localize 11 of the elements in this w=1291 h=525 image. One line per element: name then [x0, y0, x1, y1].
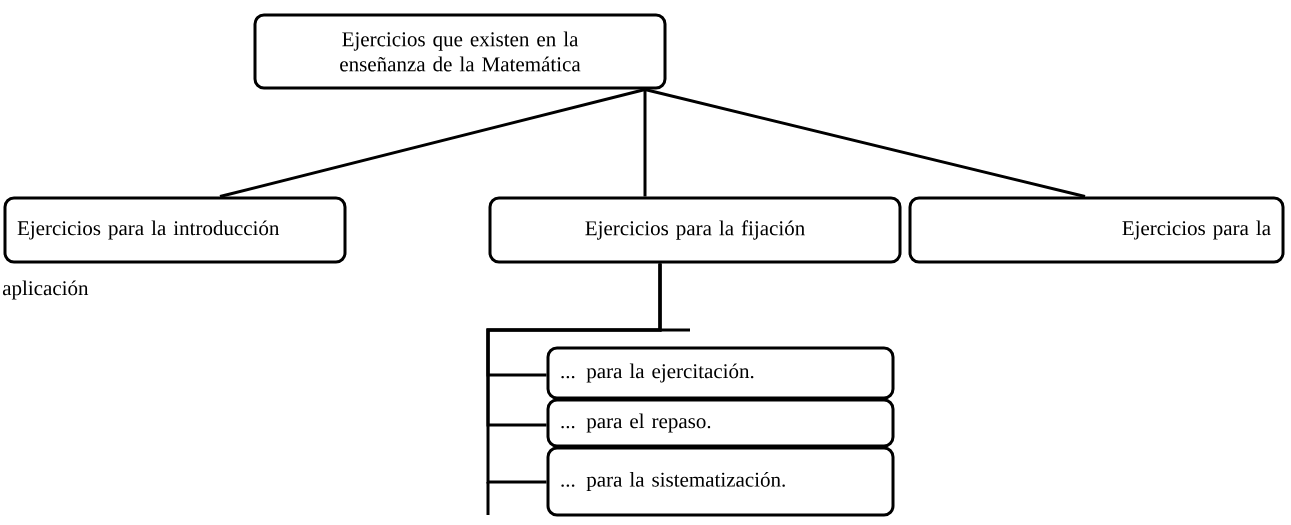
process-box: Ejercicios que existen en la enseñanza de la Matemática	[253, 13, 667, 90]
process-box: Ejercicios para la fijación	[488, 196, 902, 264]
process-box: ... para la sistematización.	[546, 446, 895, 517]
process-box: ... para el repaso.	[546, 398, 895, 448]
connector-line	[486, 263, 662, 484]
connector-line	[644, 88, 1086, 198]
process-box: Ejercicios para la introducción	[3, 196, 347, 264]
process-box: ... para la ejercitación.	[546, 346, 895, 400]
connector-line	[219, 88, 646, 198]
connector-line	[643, 89, 647, 197]
process-box: Ejercicios para la	[908, 196, 1285, 264]
